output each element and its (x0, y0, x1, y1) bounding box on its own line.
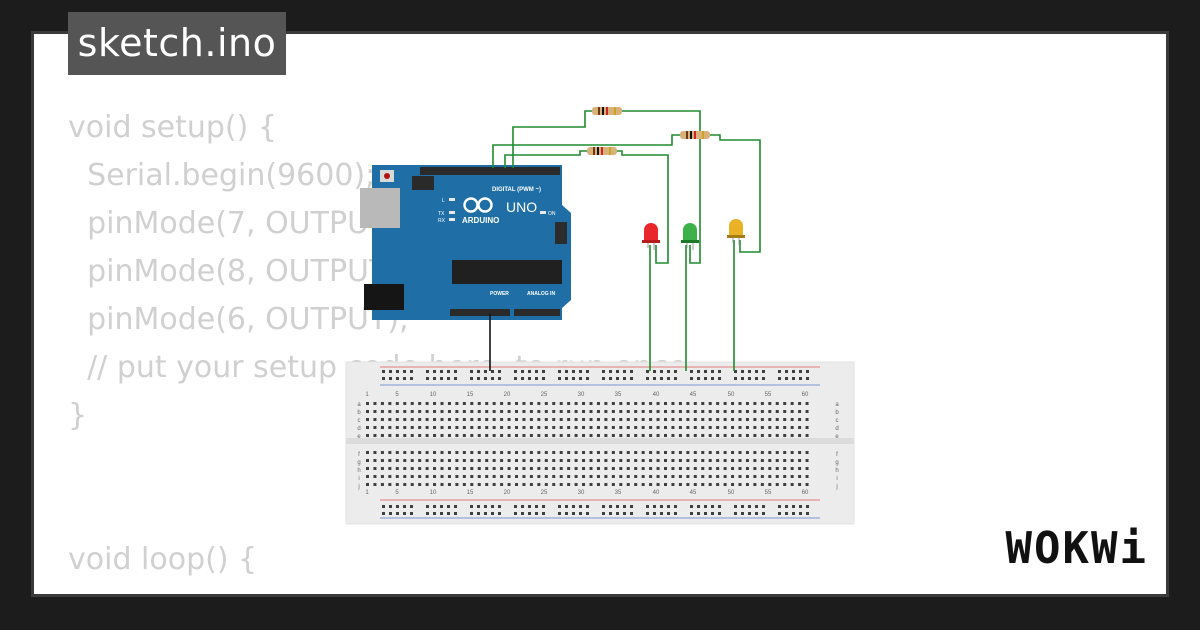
column-number: 20 (504, 392, 511, 398)
code-line: void loop() { (68, 542, 258, 577)
column-number: 1 (365, 392, 369, 398)
file-title-tab[interactable]: sketch.ino (68, 12, 286, 75)
column-number: 50 (728, 490, 735, 496)
column-number: 40 (653, 490, 660, 496)
row-letter: j (835, 484, 837, 490)
row-letter: g (357, 460, 360, 466)
column-number: 15 (467, 490, 474, 496)
led-label-tx: TX (438, 211, 445, 217)
wire-pin8 (512, 110, 592, 168)
code-line: void setup() { (68, 110, 277, 145)
row-letter: h (835, 468, 838, 474)
analog-label: ANALOG IN (527, 291, 555, 297)
board-brand: ARDUINO (462, 216, 499, 225)
row-letter: i (358, 476, 359, 482)
row-letter: c (358, 418, 361, 424)
row-letter: e (835, 434, 839, 440)
row-letter: h (357, 468, 360, 474)
leds (642, 219, 745, 250)
on-led-icon (540, 211, 546, 214)
row-letter: c (836, 418, 839, 424)
green-led-icon[interactable] (681, 223, 699, 250)
icsp-header (555, 222, 567, 244)
led-label-l: L (442, 198, 445, 204)
wire-pin7-to-red-led (617, 150, 669, 264)
row-letter: b (835, 410, 839, 416)
row-letter: b (357, 410, 361, 416)
wokwi-logo: WOKWi (1005, 523, 1148, 574)
on-label: ON (548, 211, 556, 217)
code-line: Serial.begin(9600); (68, 158, 376, 193)
column-number: 1 (365, 490, 369, 496)
breadboard-row-letters: a b c d e f g h i j a b c d e f g h i j (357, 402, 839, 490)
resistor-icon (680, 131, 710, 139)
resistors (587, 107, 710, 155)
column-number: 50 (728, 392, 735, 398)
code-line: } (68, 398, 88, 433)
column-number: 5 (395, 392, 399, 398)
usb-port (360, 188, 400, 228)
row-letter: j (357, 484, 359, 490)
row-letter: i (836, 476, 837, 482)
column-number: 30 (578, 490, 585, 496)
column-number: 55 (765, 490, 772, 496)
row-letter: a (835, 402, 839, 408)
power-label: POWER (490, 291, 509, 297)
wire-pin6-to-yellow-led (710, 134, 761, 253)
board-model: UNO (506, 199, 537, 215)
code-editor: void setup() { Serial.begin(9600); pinMo… (68, 104, 697, 594)
infinity-logo-icon (463, 197, 493, 213)
column-number: 25 (541, 490, 548, 496)
yellow-led-icon[interactable] (727, 219, 745, 245)
row-letter: a (357, 402, 361, 408)
column-number: 10 (430, 490, 437, 496)
row-letter: d (835, 426, 838, 432)
l-led-icon (449, 198, 455, 201)
digital-header (420, 167, 560, 175)
code-line: digitalWrite(7, HIGH); (68, 584, 697, 594)
column-number: 10 (430, 392, 437, 398)
led-label-rx: RX (438, 218, 446, 224)
resistor-icon (587, 147, 617, 155)
wire-pin8-to-red-led (622, 110, 701, 264)
reset-button-cap (384, 173, 390, 179)
resistor-icon (592, 107, 622, 115)
breadboard-column-numbers: 1 5 10 15 20 25 30 35 40 45 50 55 60 1 5… (365, 392, 809, 496)
column-number: 35 (615, 392, 622, 398)
tx-led-icon (449, 211, 455, 214)
power-jack (364, 284, 404, 310)
column-number: 30 (578, 392, 585, 398)
code-line: pinMode(6, OUTPUT); (68, 302, 410, 337)
breadboard[interactable]: 1 5 10 15 20 25 30 35 40 45 50 55 60 1 5… (345, 361, 855, 525)
analog-header (514, 309, 560, 316)
column-number: 20 (504, 490, 511, 496)
row-letter: d (357, 426, 360, 432)
column-number: 45 (690, 490, 697, 496)
wire-pin6 (492, 134, 680, 168)
breadboard-holes (366, 370, 809, 515)
red-led-icon[interactable] (642, 223, 660, 250)
icsp-header-small (412, 176, 434, 190)
digital-label: DIGITAL (PWM ~) (492, 187, 541, 193)
wire-pin7 (504, 150, 587, 168)
column-number: 40 (653, 392, 660, 398)
column-number: 60 (802, 490, 809, 496)
wires (489, 110, 761, 371)
rx-led-icon (449, 218, 455, 221)
column-number: 15 (467, 392, 474, 398)
power-header (450, 309, 510, 316)
arduino-uno-board[interactable]: ARDUINO UNO DIGITAL (PWM ~) POWER ANALOG… (360, 165, 571, 320)
microcontroller-chip (452, 260, 562, 284)
row-letter: e (357, 434, 361, 440)
row-letter: g (835, 460, 838, 466)
column-number: 25 (541, 392, 548, 398)
column-number: 60 (802, 392, 809, 398)
row-letter: f (358, 452, 360, 458)
column-number: 45 (690, 392, 697, 398)
column-number: 35 (615, 490, 622, 496)
row-letter: f (836, 452, 838, 458)
column-number: 55 (765, 392, 772, 398)
column-number: 5 (395, 490, 399, 496)
